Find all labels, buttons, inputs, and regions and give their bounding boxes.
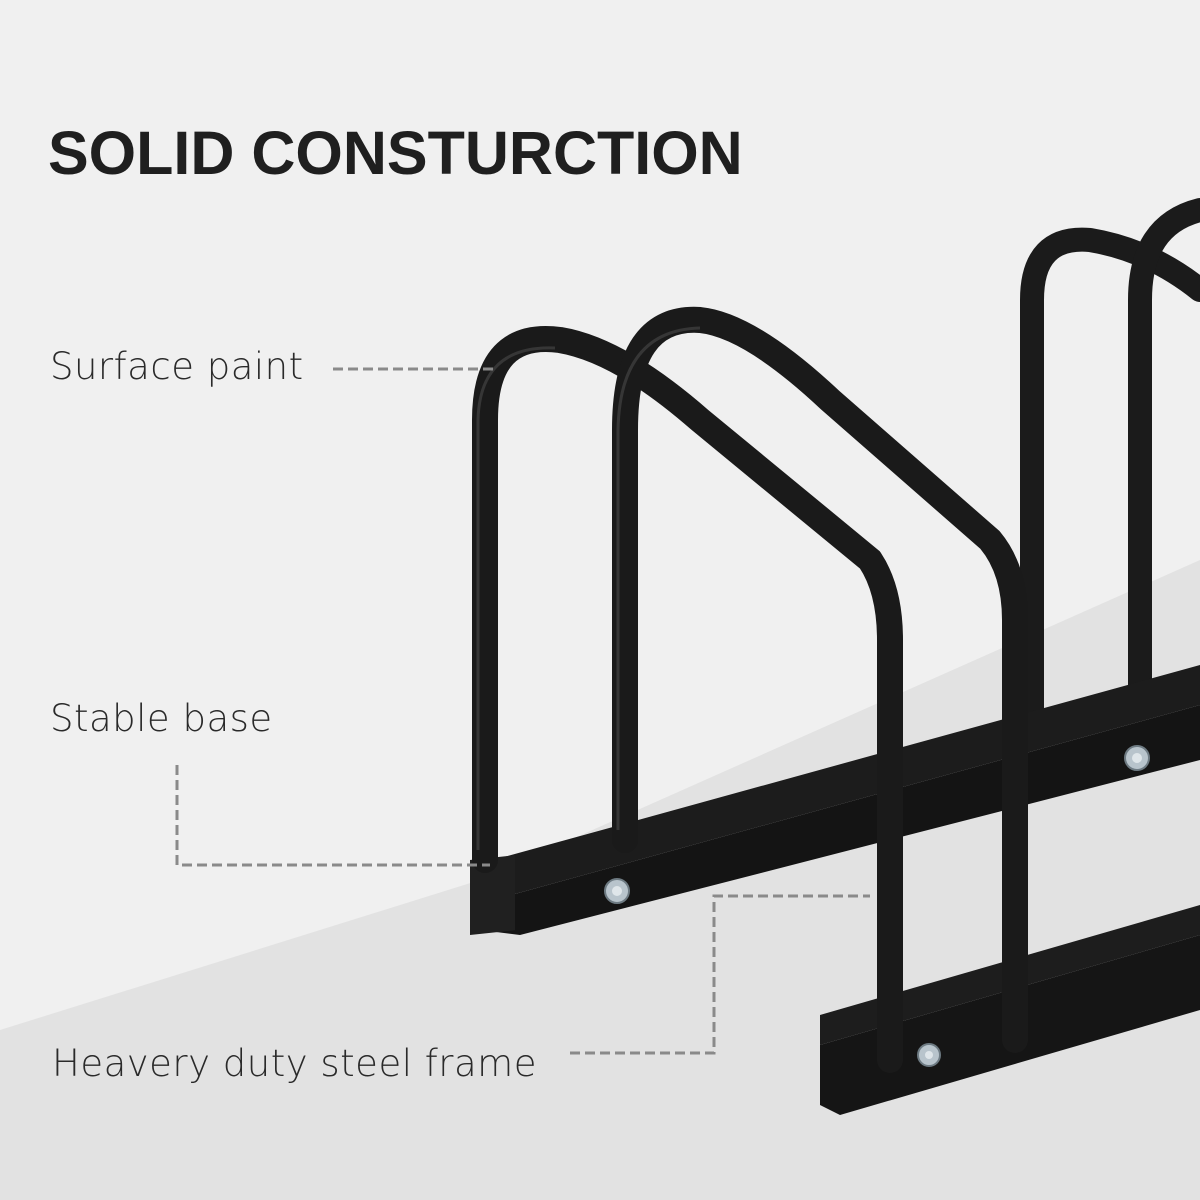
rack-far-hoops — [1020, 198, 1200, 732]
bolts — [604, 745, 1150, 1067]
callout-surface-paint: Surface paint — [50, 345, 304, 388]
callout-steel-frame: Heavery duty steel frame — [52, 1042, 537, 1085]
leader-steel-frame — [570, 894, 870, 1055]
page-title: SOLID CONSTURCTION — [48, 119, 743, 187]
rack-highlights — [476, 326, 701, 850]
callout-stable-base: Stable base — [50, 697, 273, 740]
leader-stable-base — [175, 765, 490, 867]
leader-lines — [175, 367, 870, 1055]
